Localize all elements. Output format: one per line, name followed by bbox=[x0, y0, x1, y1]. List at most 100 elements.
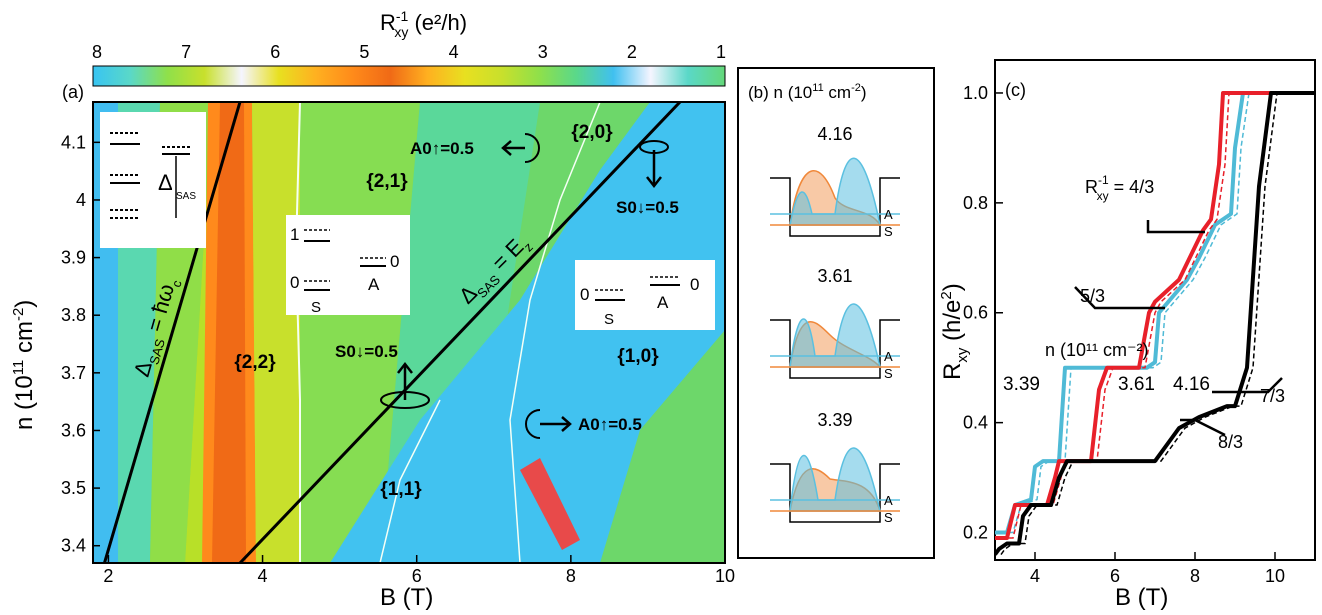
c-x-tick-label: 4 bbox=[1030, 566, 1040, 586]
y-tick-label: 4.1 bbox=[61, 132, 86, 152]
x-tick-label: 4 bbox=[258, 566, 268, 586]
legend-s: S bbox=[884, 224, 893, 239]
level-inset-1: Δ SAS bbox=[100, 112, 206, 248]
svg-text:S0↓=0.5: S0↓=0.5 bbox=[335, 342, 398, 361]
colorbar-tick: 2 bbox=[627, 42, 637, 62]
delta-ez-line bbox=[238, 102, 682, 563]
legend-a: A bbox=[884, 207, 893, 222]
colorbar-tick: 8 bbox=[92, 42, 102, 62]
series-label-4.16: 4.16 bbox=[1173, 374, 1210, 395]
svg-text:0: 0 bbox=[580, 285, 589, 304]
svg-text:A: A bbox=[657, 293, 669, 312]
a-wavefunction bbox=[789, 157, 881, 226]
svg-text:0: 0 bbox=[690, 275, 699, 294]
panel-c-xlabel: B (T) bbox=[1115, 584, 1168, 611]
c-y-tick-label: 0.2 bbox=[963, 523, 988, 543]
svg-text:S: S bbox=[311, 299, 321, 316]
delta-hw-line bbox=[102, 102, 242, 563]
fraction-label-5-3: 5/3 bbox=[1080, 286, 1105, 306]
y-tick-label: 3.9 bbox=[61, 248, 86, 268]
panel-c-series bbox=[995, 90, 1315, 556]
well-outline bbox=[770, 177, 900, 237]
leader-4-3 bbox=[1146, 220, 1205, 234]
y-tick-label: 4 bbox=[76, 190, 86, 210]
svg-text:1: 1 bbox=[290, 225, 299, 244]
panel-c-frame bbox=[994, 59, 1316, 561]
region-label: {2,0} bbox=[571, 122, 613, 143]
density-label: 4.16 bbox=[817, 124, 852, 144]
precession-arrow-2 bbox=[639, 140, 669, 189]
region-labels: {2,0}{2,1}{2,2}{1,0}{1,1} bbox=[234, 122, 659, 500]
x-tick-label: 6 bbox=[412, 566, 422, 586]
panel-a-frame bbox=[92, 101, 726, 564]
c-y-tick-label: 1.0 bbox=[963, 83, 988, 103]
series-line-3.39 bbox=[995, 90, 1315, 535]
x-tick-label: 8 bbox=[566, 566, 576, 586]
region-label: {1,1} bbox=[380, 479, 422, 500]
precession-arrow-3 bbox=[380, 361, 430, 409]
region-label: {2,2} bbox=[234, 352, 276, 373]
precession-arrow-4 bbox=[525, 409, 572, 439]
svg-text:SAS: SAS bbox=[176, 191, 196, 202]
y-tick-label: 3.4 bbox=[61, 536, 86, 556]
leader-5-3 bbox=[1074, 286, 1165, 310]
leader-8-3 bbox=[1180, 418, 1226, 437]
panel-c-ylabel: Rxy (h/e2) bbox=[938, 283, 971, 380]
panel-c-label: (c) bbox=[1005, 80, 1026, 100]
legend-s: S bbox=[884, 366, 893, 381]
density-label: 3.39 bbox=[817, 410, 852, 430]
svg-text:Δ: Δ bbox=[158, 170, 173, 195]
svg-text:A0↑=0.5: A0↑=0.5 bbox=[410, 139, 474, 158]
colorbar-tick: 5 bbox=[359, 42, 369, 62]
colorbar-tick: 1 bbox=[716, 42, 726, 62]
panel-a-label: (a) bbox=[62, 82, 84, 102]
colorbar-bar bbox=[92, 65, 726, 87]
well-outline bbox=[770, 463, 900, 523]
level-inset-3: 0 S 0 A bbox=[575, 260, 715, 330]
density-label: 3.61 bbox=[817, 266, 852, 286]
precession-arrow-1 bbox=[501, 133, 540, 163]
colorbar-tick: 6 bbox=[270, 42, 280, 62]
c-y-tick-label: 0.8 bbox=[963, 193, 988, 213]
y-tick-label: 3.8 bbox=[61, 305, 86, 325]
series-label-3.39: 3.39 bbox=[1003, 374, 1040, 395]
series-line-4.16 bbox=[995, 90, 1315, 556]
colorbar-tick: 4 bbox=[449, 42, 459, 62]
legend-s: S bbox=[884, 510, 893, 525]
c-x-tick-label: 8 bbox=[1190, 566, 1200, 586]
y-tick-label: 3.6 bbox=[61, 420, 86, 440]
legend-a: A bbox=[884, 349, 893, 364]
svg-text:0: 0 bbox=[290, 273, 299, 292]
panel-b-title: (b) n (1011 cm-2) bbox=[748, 82, 867, 102]
y-tick-label: 3.7 bbox=[61, 363, 86, 383]
panel-a: (a) bbox=[10, 82, 735, 611]
panel-a-y-ticks: 3.43.53.63.73.83.944.1 bbox=[61, 132, 100, 556]
red-marker bbox=[520, 458, 580, 550]
svg-text:S0↓=0.5: S0↓=0.5 bbox=[616, 198, 679, 217]
legend-a: A bbox=[884, 493, 893, 508]
fraction-label-8-3: 8/3 bbox=[1218, 432, 1243, 452]
svg-text:A0↑=0.5: A0↑=0.5 bbox=[578, 415, 642, 434]
series-dashed-4.16 bbox=[1000, 92, 1315, 555]
region-label: {1,0} bbox=[617, 346, 659, 367]
panel-b-frame bbox=[737, 67, 935, 559]
legend-title: n (10¹¹ cm⁻²) bbox=[1045, 340, 1149, 360]
panel-a-ylabel: n (1011 cm-2) bbox=[10, 300, 38, 430]
x-tick-label: 10 bbox=[715, 566, 735, 586]
colorbar-tick: 7 bbox=[181, 42, 191, 62]
series-label-3.61: 3.61 bbox=[1118, 374, 1155, 395]
svg-text:A: A bbox=[368, 275, 380, 294]
